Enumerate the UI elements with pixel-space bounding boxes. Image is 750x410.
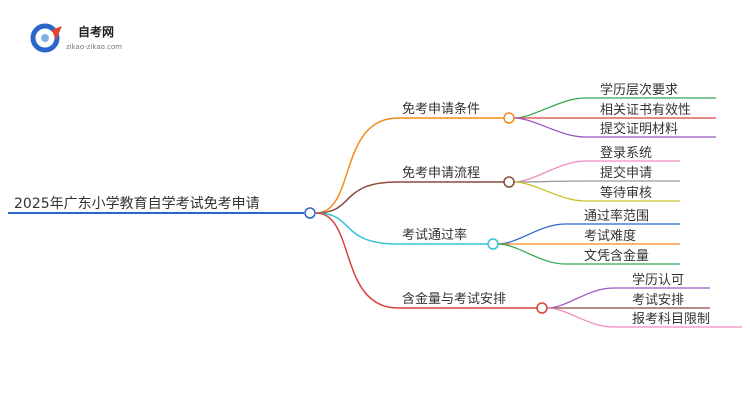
edge-branch-3-child-1 — [497, 223, 566, 245]
child-label-4-1: 学历认可 — [632, 272, 684, 288]
edge-root-to-branch-4 — [315, 212, 399, 309]
child-label-2-2: 提交申请 — [600, 165, 652, 181]
edge-branch-1-child-1 — [513, 97, 586, 119]
child-label-1-2: 相关证书有效性 — [600, 103, 691, 118]
branch-label-2: 免考申请流程 — [402, 166, 480, 181]
edge-branch-3-child-3 — [497, 243, 566, 265]
logo-url: zikao-zikao.com — [66, 43, 122, 51]
child-label-4-3: 报考科目限制 — [632, 312, 710, 327]
edge-branch-4-child-3 — [546, 307, 614, 328]
child-label-3-1: 通过率范围 — [584, 208, 649, 224]
branch-dot-4 — [536, 302, 548, 314]
branch-label-3: 考试通过率 — [402, 227, 467, 243]
child-label-1-1: 学历层次要求 — [600, 82, 678, 98]
child-label-2-3: 等待审核 — [600, 185, 652, 201]
logo-icon — [30, 23, 62, 53]
child-label-4-2: 考试安排 — [632, 293, 684, 308]
edge-root-to-branch-2 — [315, 181, 399, 214]
root-node-label: 2025年广东小学教育自学考试免考申请 — [14, 196, 260, 212]
logo-name: 自考网 — [78, 24, 114, 39]
child-label-2-1: 登录系统 — [600, 146, 652, 161]
child-label-1-3: 提交证明材料 — [600, 121, 678, 137]
edge-branch-4-child-1 — [546, 287, 614, 309]
branch-label-4: 含金量与考试安排 — [402, 291, 506, 307]
edge-branch-1-child-3 — [513, 117, 586, 138]
root-node-dot — [304, 207, 316, 219]
edge-root-to-branch-1 — [315, 117, 399, 214]
edge-branch-2-child-1 — [513, 160, 586, 183]
edge-branch-2-child-3 — [513, 181, 586, 202]
child-label-3-2: 考试难度 — [584, 228, 636, 244]
branch-dot-2 — [503, 176, 515, 188]
branch-dot-3 — [487, 238, 499, 250]
site-logo: 自考网 zikao-zikao.com — [30, 23, 122, 53]
edge-root-to-branch-3 — [315, 212, 399, 245]
child-label-3-3: 文凭含金量 — [584, 248, 649, 264]
branch-label-1: 免考申请条件 — [402, 101, 480, 117]
mindmap-edges — [8, 97, 742, 328]
branch-dot-1 — [503, 112, 515, 124]
mindmap-nodes: 2025年广东小学教育自学考试免考申请 免考申请条件 学历层次要求相关证书有效性提交… — [14, 82, 710, 327]
edge-branch-2-child-2 — [513, 180, 586, 183]
